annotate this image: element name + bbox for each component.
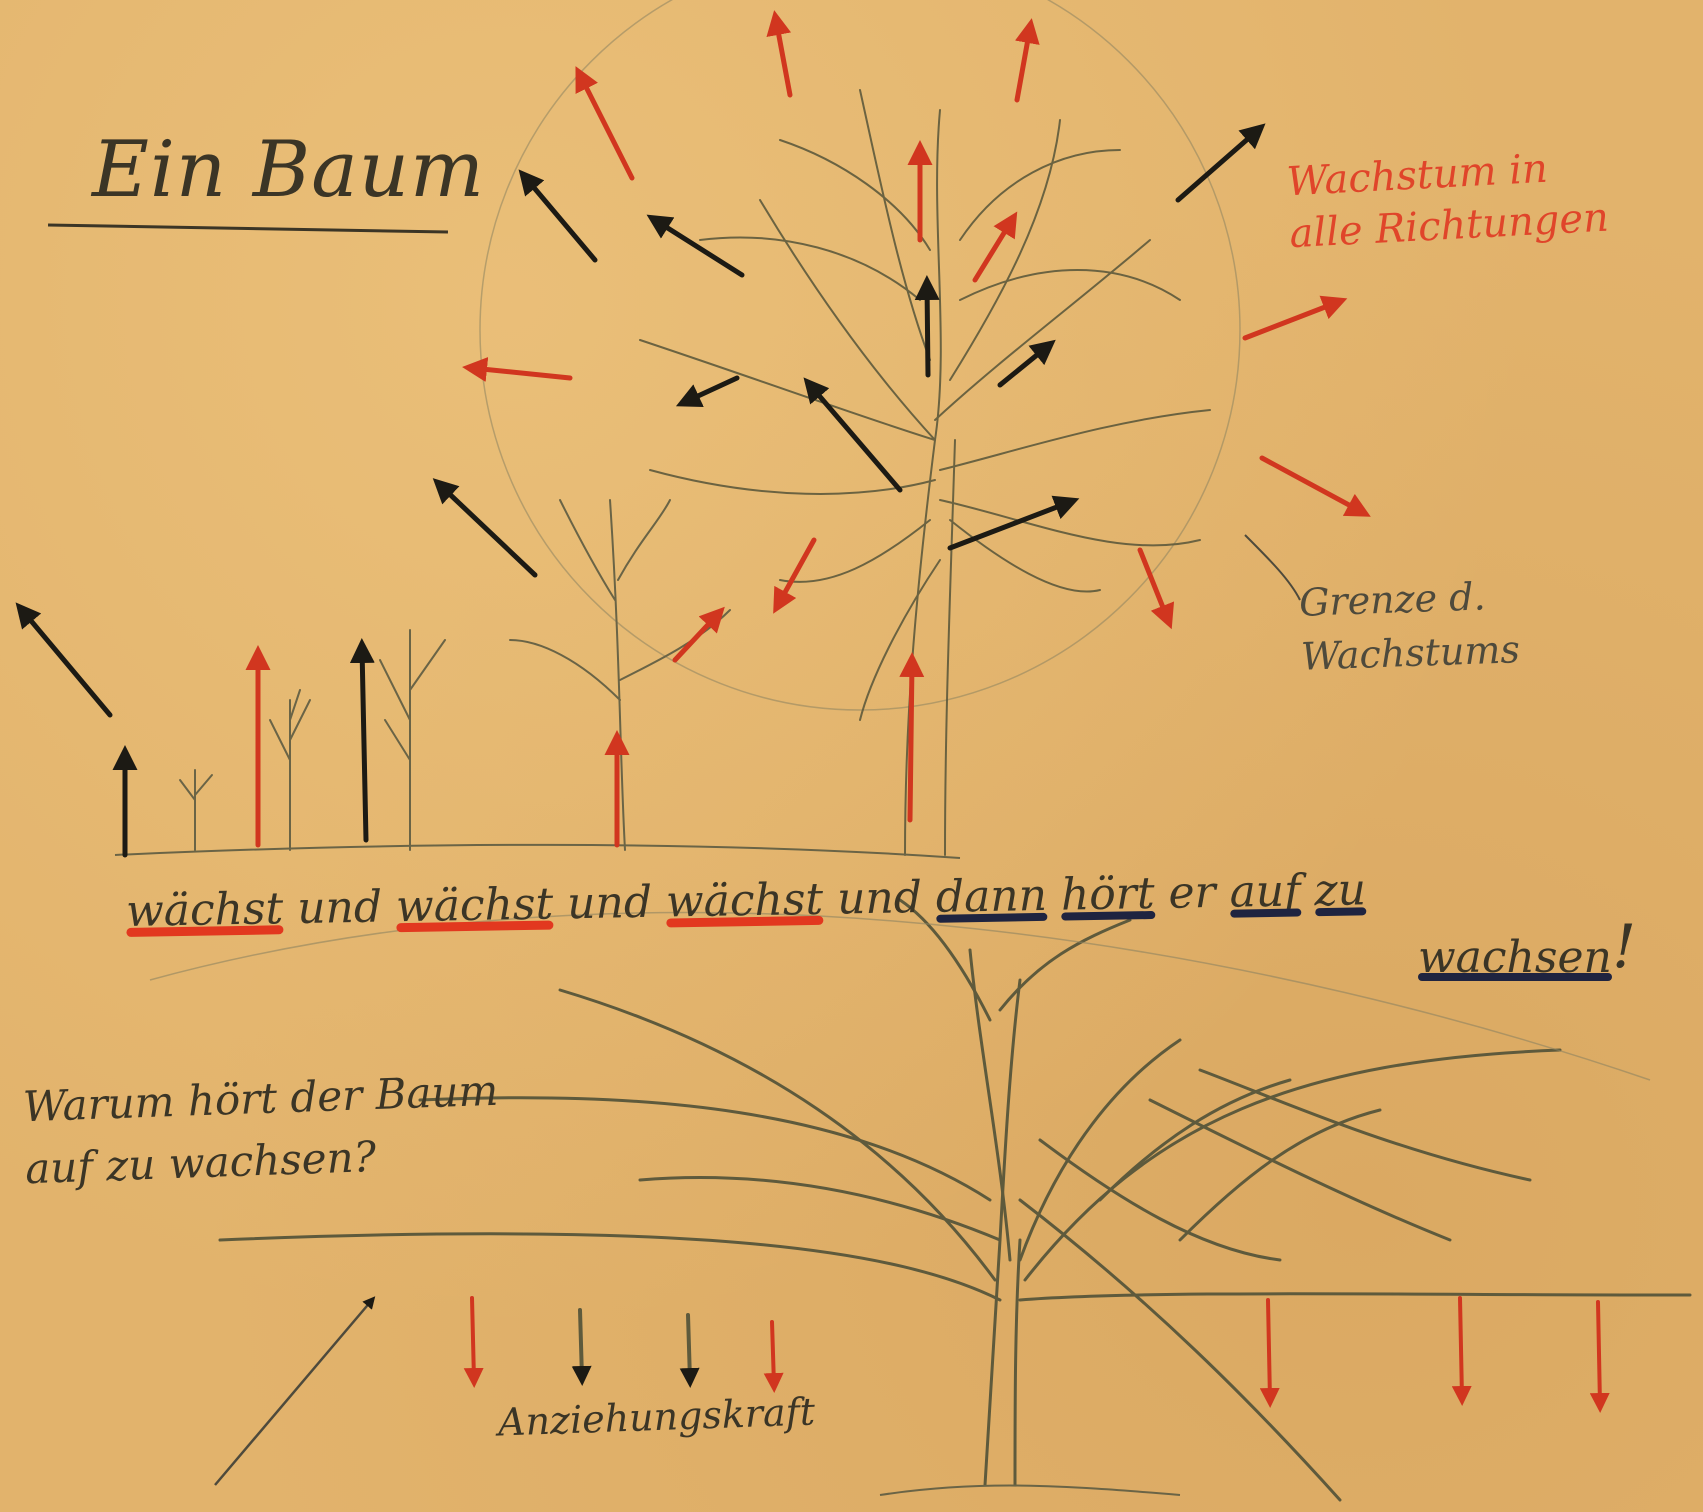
- sentence-word: und: [297, 878, 383, 937]
- question-line-2: auf zu wachsen?: [24, 1132, 377, 1193]
- question-line-1: Warum hört der Baum: [22, 1066, 499, 1132]
- growth-arrow-top-2: [1017, 28, 1030, 100]
- gravity-arrows: [472, 1298, 1600, 1405]
- growth-arrow-diag-3: [675, 614, 718, 660]
- note-growth-line-1: Wachstum in: [1286, 146, 1549, 206]
- limit-pointer: [1245, 535, 1300, 600]
- sentence-word: er: [1168, 864, 1216, 923]
- gravity-arrow-7: [1598, 1302, 1600, 1405]
- growth-arrow-inner-6: [1000, 346, 1048, 385]
- growth-arrow-up-5: [910, 662, 912, 820]
- sentence-word: und: [837, 869, 923, 928]
- sentence-word: zu: [1314, 861, 1367, 920]
- note-growth-limit: Grenze d. Wachstums: [1298, 568, 1521, 684]
- growth-arrow-down-1: [1140, 550, 1168, 620]
- growth-arrow-inner-1: [655, 220, 742, 275]
- sentence-word: hört: [1060, 865, 1155, 925]
- upper-tree-sketch: [640, 90, 1210, 855]
- growth-arrow-inner-7: [950, 502, 1070, 548]
- sentence-end-word: wachsen: [1418, 932, 1612, 983]
- gravity-arrow-1: [472, 1298, 474, 1380]
- gravity-arrow-6: [1460, 1298, 1462, 1398]
- note-limit-line-1: Grenze d.: [1298, 574, 1486, 624]
- pointer-arrow: [215, 1300, 372, 1485]
- growth-arrow-right: [1245, 302, 1338, 338]
- gravity-arrow-4: [772, 1322, 774, 1385]
- gravity-arrow-2: [580, 1310, 582, 1378]
- note-growth-all-directions: Wachstum in alle Richtungen: [1285, 140, 1610, 261]
- page-title: Ein Baum: [92, 125, 485, 215]
- mature-tree-sketch: [220, 900, 1690, 1500]
- young-trees-sketch: [180, 500, 730, 850]
- growth-arrow-inner-3: [810, 385, 900, 490]
- sentence-word: auf: [1229, 862, 1301, 921]
- exclamation-mark: !: [1612, 912, 1636, 982]
- growth-arrow-dr: [1262, 458, 1362, 512]
- growth-arrow-up-3: [362, 648, 366, 840]
- gravity-arrow-3: [688, 1315, 690, 1380]
- question-text: Warum hört der Baum auf zu wachsen?: [22, 1060, 501, 1201]
- ground-line: [115, 845, 960, 858]
- ground-line-lower: [880, 1486, 1180, 1495]
- growth-arrow-ul-1: [525, 177, 595, 260]
- note-limit-line-2: Wachstums: [1300, 627, 1520, 679]
- sentence-word: wächst: [665, 871, 823, 932]
- growth-arrow-inner-2: [685, 378, 737, 402]
- sentence-word: dann: [935, 867, 1047, 927]
- growth-arrow-diag-2: [440, 485, 535, 575]
- sentence-word: und: [567, 874, 653, 933]
- growth-arrow-inner-5: [975, 220, 1012, 280]
- growth-arrow-inner-4: [927, 285, 928, 375]
- growth-arrow-diag-1: [22, 610, 110, 715]
- growth-arrow-ul-2: [580, 75, 632, 178]
- growth-arrow-top-1: [776, 20, 790, 95]
- growth-arrow-left: [472, 368, 570, 378]
- sentence-word: wächst: [126, 880, 284, 941]
- gravity-arrow-5: [1268, 1300, 1270, 1400]
- sentence-word: wächst: [396, 875, 554, 936]
- growth-arrow-down-2: [778, 540, 814, 605]
